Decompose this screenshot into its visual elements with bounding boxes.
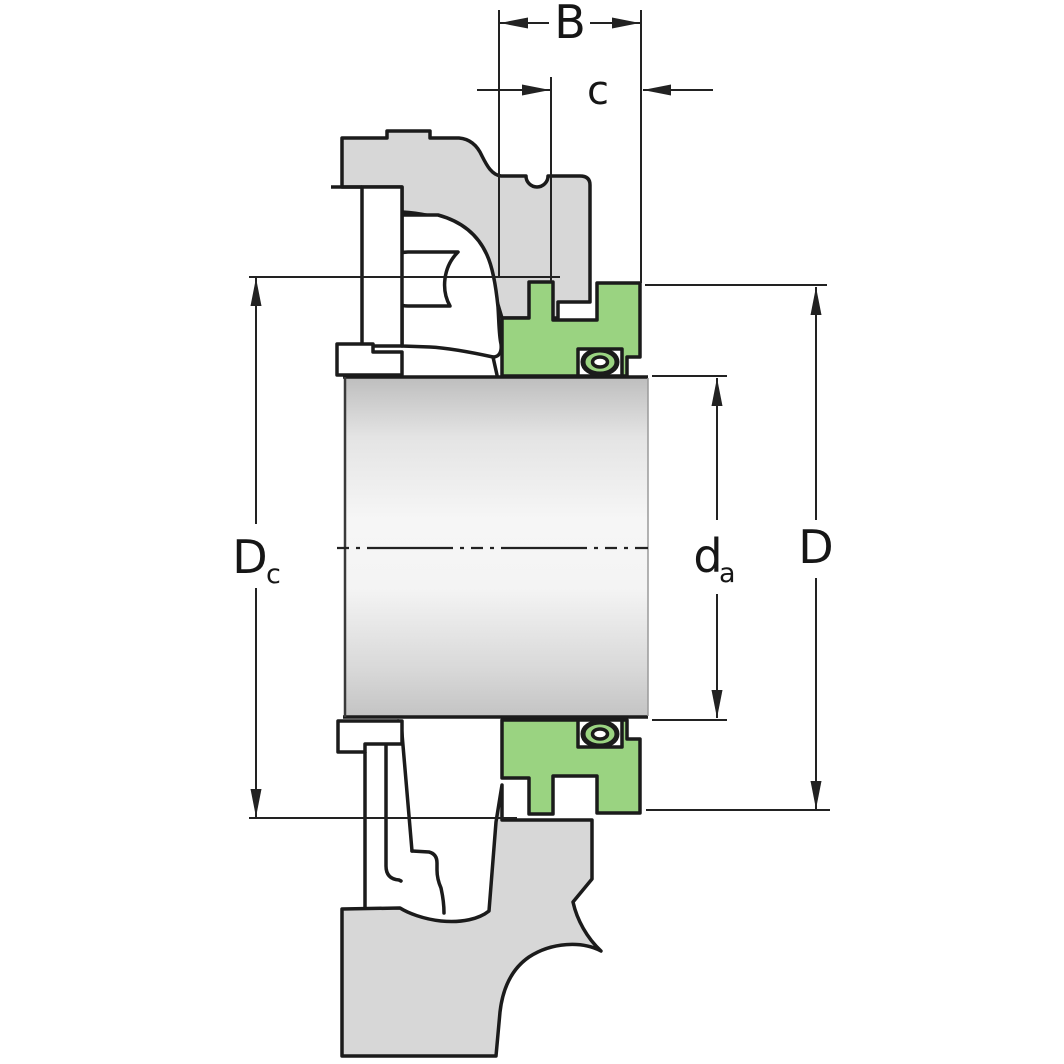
lower-housing-flange xyxy=(340,783,603,1058)
dim-d-label: D xyxy=(798,520,833,574)
dim-da-arrow-down-icon xyxy=(711,690,723,718)
lower-set-screw-socket xyxy=(590,727,610,741)
upper-inner-ring-face xyxy=(335,342,404,377)
dim-dc-arrow-up-icon xyxy=(250,278,262,306)
dim-da-arrow-up-icon xyxy=(711,378,723,406)
dim-da-label: d xyxy=(693,529,722,583)
upper-set-screw-socket xyxy=(590,355,610,369)
upper-housing-slot xyxy=(360,185,404,348)
dimension-D: D xyxy=(645,284,834,811)
shaft xyxy=(337,375,649,719)
dim-b-label: B xyxy=(554,0,586,49)
dim-c-arrow-right-icon xyxy=(643,84,671,96)
dimension-B: B xyxy=(498,0,642,283)
lower-bearing-assembly xyxy=(336,718,642,1058)
upper-seal-lip-edge xyxy=(491,355,499,377)
dim-da-label-subscript: a xyxy=(719,558,736,589)
dim-d-arrow-down-icon xyxy=(810,781,822,809)
dim-c-label: c xyxy=(587,68,609,114)
dim-b-arrow-right-icon xyxy=(612,17,640,29)
dim-b-arrow-left-icon xyxy=(500,17,528,29)
lower-bearing-interior xyxy=(365,719,497,922)
dim-c-arrow-left-icon xyxy=(522,84,550,96)
dim-d-arrow-up-icon xyxy=(810,287,822,315)
dimension-da: d a xyxy=(652,375,736,721)
dim-dc-label-subscript: c xyxy=(266,559,281,590)
dimension-c: c xyxy=(477,68,713,281)
dim-dc-arrow-down-icon xyxy=(250,789,262,817)
dimension-Dc: D c xyxy=(232,276,560,819)
upper-bearing-assembly xyxy=(331,129,642,378)
lower-inner-ring-face xyxy=(336,719,404,754)
dim-dc-label: D xyxy=(232,530,267,584)
lower-seal-lip-curl xyxy=(410,849,446,915)
